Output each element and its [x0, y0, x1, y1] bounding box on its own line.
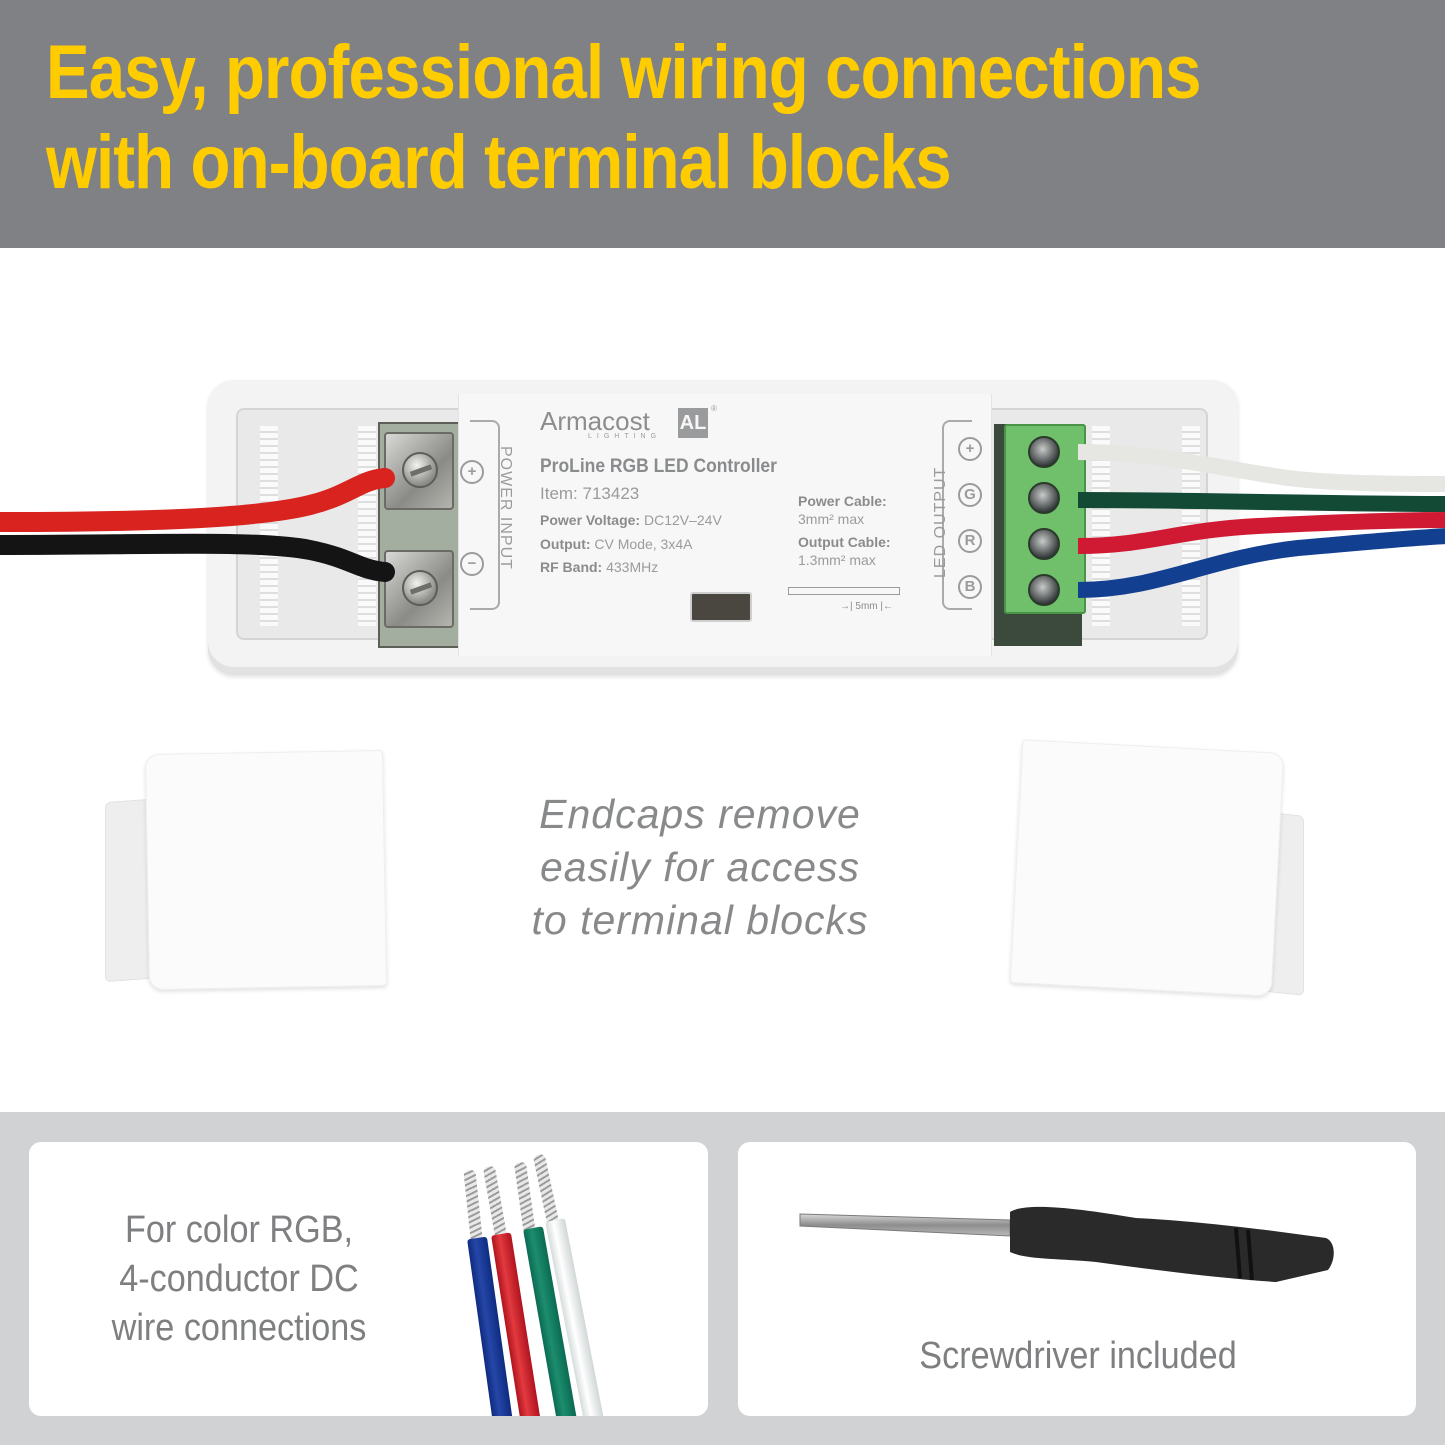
- positive-screw-terminal: [384, 432, 454, 510]
- brand-subtitle: LIGHTING: [588, 433, 662, 440]
- rgb-wire-icon: [461, 1153, 661, 1416]
- feature-text-line: wire connections: [111, 1307, 367, 1349]
- led-controller-image: POWER INPUT + − Armacost LIGHTING AL ® P…: [0, 380, 1445, 675]
- caption-line: easily for access: [539, 844, 861, 890]
- output-cable-value: 1.3mm² max: [798, 552, 876, 568]
- led-output-terminal-block: [1004, 424, 1086, 614]
- registered-mark: ®: [711, 404, 717, 413]
- red-terminal-icon: R: [958, 529, 982, 553]
- caption-line: Endcaps remove: [539, 791, 861, 837]
- power-cable-label: Power Cable:: [798, 493, 887, 509]
- led-output-label: LED OUTPUT: [932, 466, 949, 578]
- screw-icon: [1028, 528, 1060, 560]
- endcap-face: [1009, 739, 1285, 997]
- brand-logo-icon: AL: [678, 408, 708, 438]
- brand-name: Armacost: [540, 406, 650, 436]
- spec-power-voltage: Power Voltage: DC12V–24V: [540, 512, 722, 528]
- caption-line: to terminal blocks: [531, 897, 869, 943]
- header-title-line2: with on-board terminal blocks: [46, 120, 952, 205]
- screw-icon: [1028, 436, 1060, 468]
- wire-strand: [482, 1165, 508, 1239]
- wire-strip-gauge-icon: [788, 587, 900, 595]
- screw-icon: [402, 452, 438, 488]
- feature-text: For color RGB, 4-conductor DC wire conne…: [86, 1206, 392, 1353]
- power-input-label: POWER INPUT: [497, 446, 514, 570]
- header-title: Easy, professional wiring connections wi…: [46, 28, 1201, 208]
- endcap-face: [144, 749, 388, 991]
- feature-panel-screwdriver: Screwdriver included: [738, 1142, 1416, 1416]
- plus-terminal-icon: +: [460, 460, 484, 484]
- negative-screw-terminal: [384, 550, 454, 628]
- rgb-output-wires: [1078, 444, 1445, 598]
- plus-terminal-icon: +: [958, 437, 982, 461]
- feature-text-line: For color RGB,: [124, 1209, 354, 1251]
- feature-text-line: 4-conductor DC: [119, 1258, 359, 1300]
- screw-icon: [1028, 574, 1060, 606]
- screw-icon: [1028, 482, 1060, 514]
- status-led-window: [690, 592, 752, 622]
- left-endcap-image: [105, 740, 388, 991]
- feature-panel-rgb-wire: For color RGB, 4-conductor DC wire conne…: [29, 1142, 708, 1416]
- power-cable-value: 3mm² max: [798, 511, 865, 527]
- green-terminal-icon: G: [958, 483, 982, 507]
- output-cable-label: Output Cable:: [798, 534, 891, 550]
- led-output-bracket: [942, 420, 972, 610]
- wire-strand: [513, 1161, 537, 1237]
- right-endcap-image: [1002, 739, 1307, 1005]
- blue-terminal-icon: B: [958, 575, 982, 599]
- header-banner: Easy, professional wiring connections wi…: [0, 0, 1445, 248]
- strip-length-label: →| 5mm |←: [840, 601, 894, 612]
- screw-icon: [402, 570, 438, 606]
- power-wires: [0, 468, 395, 582]
- wire-strand: [463, 1169, 483, 1241]
- rib: [1092, 426, 1110, 626]
- header-title-line1: Easy, professional wiring connections: [46, 30, 1201, 115]
- spec-rf-band: RF Band: 433MHz: [540, 559, 659, 575]
- feature-text: Screwdriver included: [919, 1335, 1237, 1377]
- screwdriver-icon: [799, 1206, 1334, 1282]
- endcap-caption: Endcaps remove easily for access to term…: [470, 788, 930, 947]
- spec-output: Output: CV Mode, 3x4A: [540, 536, 693, 552]
- minus-terminal-icon: −: [460, 552, 484, 576]
- power-input-bracket: [470, 420, 500, 610]
- product-name: ProLine RGB LED Controller: [540, 456, 777, 477]
- rib: [260, 426, 278, 626]
- item-number: Item: 713423: [540, 484, 640, 503]
